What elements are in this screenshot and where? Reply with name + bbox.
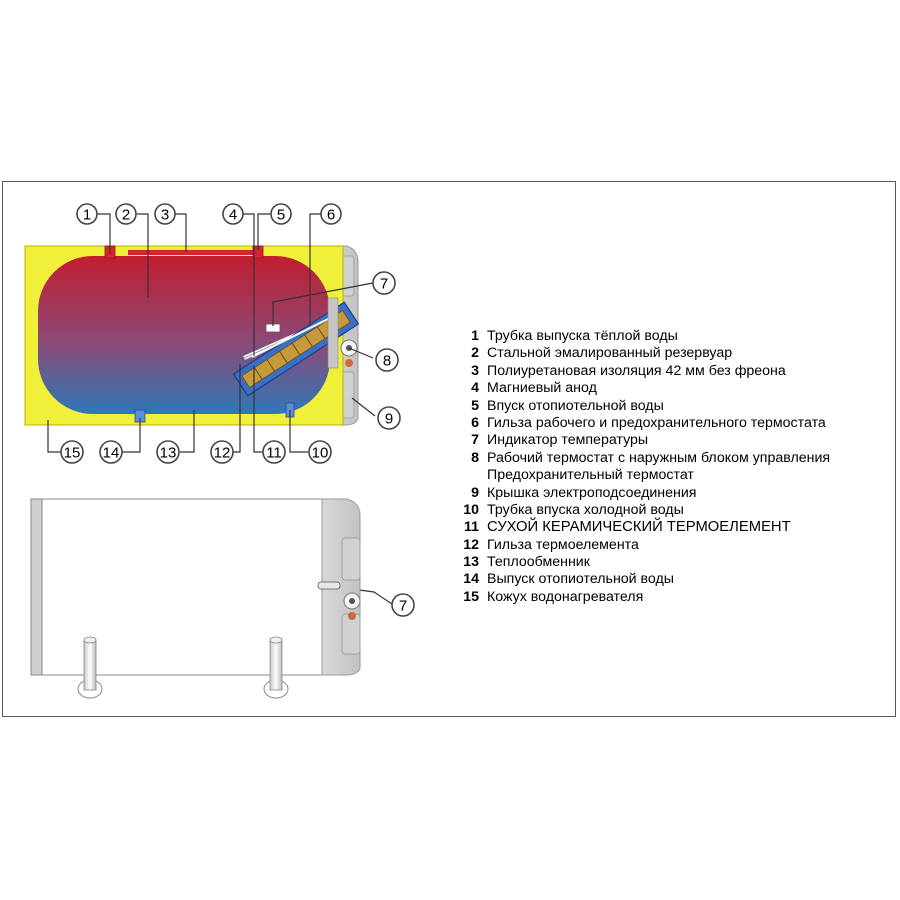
external-heater bbox=[30, 498, 361, 699]
callout-10: 10 bbox=[308, 440, 332, 464]
svg-text:6: 6 bbox=[327, 207, 335, 224]
svg-text:15: 15 bbox=[64, 445, 81, 462]
callout-7-lower: 7 bbox=[391, 593, 415, 617]
svg-text:1: 1 bbox=[83, 207, 91, 224]
steel-tank bbox=[38, 256, 330, 414]
leader-lines bbox=[47, 213, 393, 605]
svg-text:9: 9 bbox=[385, 411, 393, 428]
svg-text:10: 10 bbox=[312, 445, 329, 462]
callout-14: 14 bbox=[99, 440, 123, 464]
cutaway-heater bbox=[24, 245, 360, 426]
callout-1: 1 bbox=[76, 203, 98, 225]
svg-text:12: 12 bbox=[214, 445, 231, 462]
callout-13: 13 bbox=[156, 440, 180, 464]
svg-text:2: 2 bbox=[122, 207, 130, 224]
callout-9: 9 bbox=[377, 406, 401, 430]
svg-text:4: 4 bbox=[229, 207, 237, 224]
callout-11: 11 bbox=[262, 440, 286, 464]
svg-text:7: 7 bbox=[380, 276, 388, 293]
callout-15: 15 bbox=[60, 440, 84, 464]
svg-text:7: 7 bbox=[399, 598, 407, 615]
callout-7: 7 bbox=[372, 271, 396, 295]
callout-8: 8 bbox=[375, 348, 399, 372]
right-leg bbox=[263, 636, 289, 699]
svg-text:3: 3 bbox=[161, 207, 169, 224]
callout-6: 6 bbox=[320, 203, 342, 225]
svg-text:5: 5 bbox=[277, 207, 285, 224]
left-leg bbox=[77, 636, 103, 699]
svg-text:13: 13 bbox=[160, 445, 177, 462]
callout-4: 4 bbox=[222, 203, 244, 225]
svg-text:14: 14 bbox=[103, 445, 120, 462]
callout-3: 3 bbox=[154, 203, 176, 225]
legend-item-continuation: Предохранительный термостат bbox=[487, 467, 694, 484]
callout-5: 5 bbox=[270, 203, 292, 225]
svg-text:11: 11 bbox=[266, 445, 282, 462]
callout-2: 2 bbox=[115, 203, 137, 225]
svg-text:8: 8 bbox=[383, 353, 391, 370]
callout-12: 12 bbox=[210, 440, 234, 464]
lower-temperature-indicator bbox=[317, 581, 341, 590]
